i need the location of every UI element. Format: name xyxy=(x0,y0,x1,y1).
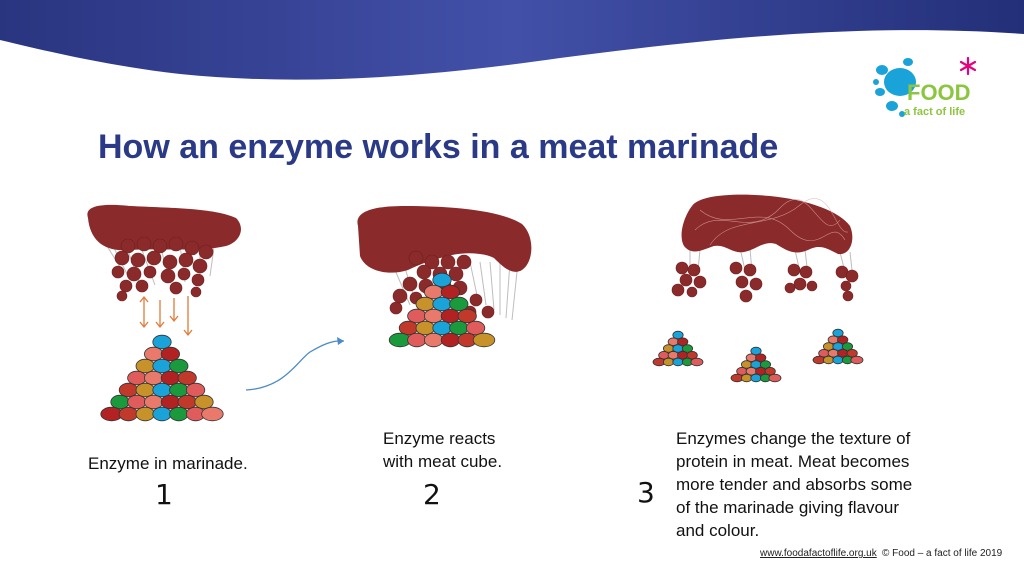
meat-bead xyxy=(160,346,180,362)
meat-bead xyxy=(135,358,155,374)
meat-bead xyxy=(169,406,189,422)
meat-bead xyxy=(110,394,130,410)
meat-bead xyxy=(681,344,694,353)
step-2-caption-line: Enzyme reacts xyxy=(383,429,496,448)
logo-word: FOOD xyxy=(907,80,971,105)
meat-bead xyxy=(169,382,189,398)
meat-fragment-left xyxy=(652,330,704,367)
meat-bead xyxy=(672,330,684,340)
top-banner-wave xyxy=(0,0,1024,80)
meat-bead xyxy=(440,332,460,348)
meat-bead xyxy=(768,373,782,383)
enzyme-step-1 xyxy=(87,204,241,337)
footer: www.foodafactoflife.org.uk xyxy=(760,548,877,559)
meat-bead xyxy=(423,332,444,348)
enzyme-step-2 xyxy=(357,206,532,321)
step-1-number: 1 xyxy=(155,478,173,511)
meat-fragment-right xyxy=(812,328,864,365)
step-2-caption-line: with meat cube. xyxy=(383,452,503,471)
logo-splash-icon xyxy=(873,56,977,117)
logo-tagline: a fact of life xyxy=(904,106,966,118)
meat-bead xyxy=(144,346,164,362)
meat-bead xyxy=(152,382,172,398)
meat-bead xyxy=(759,360,772,369)
meat-bead xyxy=(432,296,452,312)
meat-bead xyxy=(740,373,753,383)
meat-bead xyxy=(686,351,698,360)
meat-bead xyxy=(118,382,138,398)
meat-bead xyxy=(662,357,675,367)
meat-bead xyxy=(144,394,164,410)
meat-bead xyxy=(432,272,452,288)
meat-bead xyxy=(423,284,444,300)
meat-bead xyxy=(440,308,460,324)
meat-bead xyxy=(690,357,704,367)
meat-bead xyxy=(127,394,147,410)
meat-bead xyxy=(449,320,469,336)
meat-bead xyxy=(764,367,776,376)
meat-bead xyxy=(677,337,689,346)
meat-bead xyxy=(177,394,197,410)
meat-bead xyxy=(398,320,418,336)
meat-bead xyxy=(415,320,435,336)
meat-bead xyxy=(457,308,477,324)
meat-bead xyxy=(465,320,486,336)
meat-bead xyxy=(472,332,496,348)
meat-bead xyxy=(841,342,854,351)
step-3-caption-line: of the marinade giving flavour xyxy=(676,498,900,517)
meat-bead xyxy=(415,296,435,312)
enzyme-step-3 xyxy=(671,194,859,303)
meat-bead xyxy=(127,370,147,386)
meat-bead xyxy=(755,353,767,362)
meat-bead xyxy=(201,406,224,422)
meat-bead xyxy=(449,296,469,312)
meat-bead xyxy=(822,355,835,365)
meat-bead xyxy=(135,406,155,422)
footer-copyright: © Food – a fact of life 2019 xyxy=(882,548,1003,559)
step-1-caption-text: Enzyme in marinade. xyxy=(88,454,248,473)
meat-bead xyxy=(135,382,155,398)
meat-bead xyxy=(186,382,206,398)
meat-cube-step-1 xyxy=(100,334,224,422)
meat-bead xyxy=(144,370,164,386)
step-3-caption-line: protein in meat. Meat becomes xyxy=(676,452,910,471)
step-3-caption: Enzymes change the texture of protein in… xyxy=(676,427,912,542)
meat-bead xyxy=(152,334,172,350)
meat-bead xyxy=(177,370,197,386)
footer-website-link[interactable]: www.foodafactoflife.org.uk xyxy=(760,548,877,559)
step-1-caption: Enzyme in marinade. xyxy=(88,452,248,475)
step-3-caption-line: more tender and absorbs some xyxy=(676,475,913,494)
reaction-arrow xyxy=(245,337,345,391)
meat-bead xyxy=(432,320,452,336)
meat-cube-step-2 xyxy=(388,272,496,348)
step-3-caption-line: Enzymes change the texture of xyxy=(676,429,911,448)
step-2-caption: Enzyme reacts with meat cube. xyxy=(383,427,502,473)
meat-bead xyxy=(672,357,684,367)
meat-bead xyxy=(152,406,172,422)
meat-bead xyxy=(750,373,762,383)
meat-bead xyxy=(423,308,444,324)
page-title: How an enzyme works in a meat marinade xyxy=(98,128,779,166)
meat-bead xyxy=(846,349,858,358)
food-a-fact-of-life-logo: FOOD a fact of life xyxy=(872,52,992,130)
meat-fragment-middle xyxy=(730,346,782,383)
meat-bead xyxy=(152,358,172,374)
meat-bead xyxy=(440,284,460,300)
meat-bead xyxy=(832,328,844,338)
step-3-number: 3 xyxy=(637,476,655,509)
meat-bead xyxy=(750,346,762,356)
meat-bead xyxy=(837,335,849,344)
step-3-caption-line: and colour. xyxy=(676,521,760,540)
meat-bead xyxy=(169,358,189,374)
step-2-number: 2 xyxy=(423,478,441,511)
meat-bead xyxy=(407,332,427,348)
meat-bead xyxy=(850,355,864,365)
meat-bead xyxy=(160,394,180,410)
meat-bead xyxy=(118,406,138,422)
meat-bead xyxy=(832,355,844,365)
meat-bead xyxy=(407,308,427,324)
meat-bead xyxy=(194,394,214,410)
meat-bead xyxy=(160,370,180,386)
